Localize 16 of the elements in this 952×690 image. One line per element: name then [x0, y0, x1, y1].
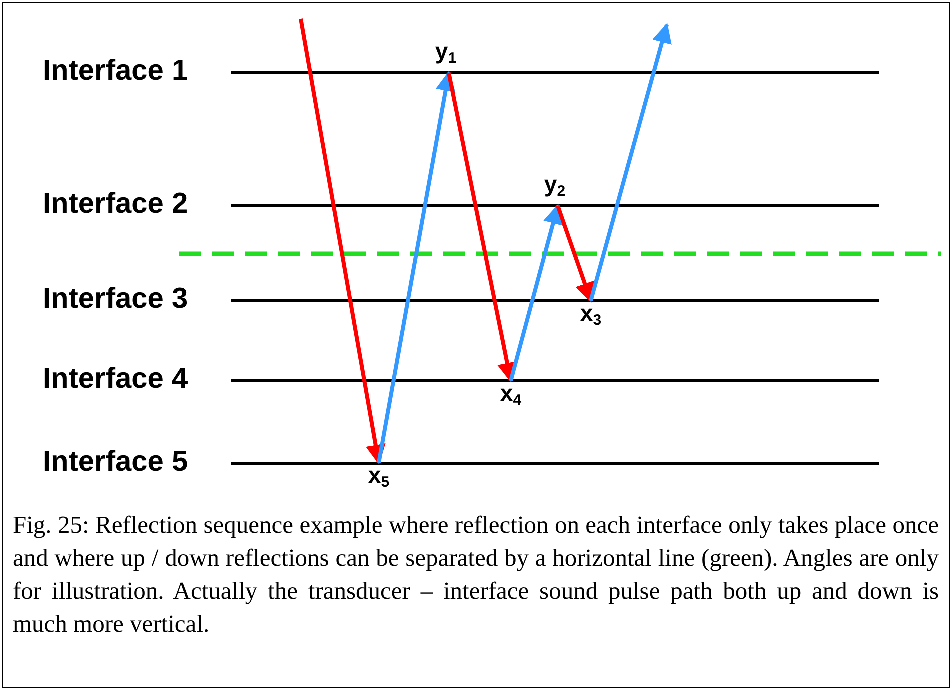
- figure-caption: Fig. 25: Reflection sequence example where reflection on each interface only takes place once and where up / down reflections can be separated by a horizontal line (green). Angles are only for illustration. Actually the transducer – interface sound pulse path both up and down is much more vertical.: [13, 511, 939, 640]
- interface-label: Interface 4: [43, 363, 188, 395]
- arrow: [509, 204, 563, 382]
- interface-label: Interface 1: [43, 55, 188, 87]
- interface-label: Interface 2: [43, 188, 188, 220]
- reflection-point-label: y$_{1}$: [433, 39, 459, 73]
- arrow: [377, 71, 456, 464]
- reflection-point-label: y$_{2}$: [542, 172, 568, 206]
- interface-label: Interface 5: [43, 446, 188, 478]
- arrow: [556, 205, 595, 303]
- arrow: [589, 23, 672, 302]
- arrow: [299, 18, 386, 465]
- interface-label: Interface 3: [43, 283, 188, 315]
- reflection-point-label: x$_{4}$: [498, 381, 524, 415]
- reflection-point-label: x$_{3}$: [578, 301, 604, 335]
- reflection-point-label: x$_{5}$: [366, 463, 392, 497]
